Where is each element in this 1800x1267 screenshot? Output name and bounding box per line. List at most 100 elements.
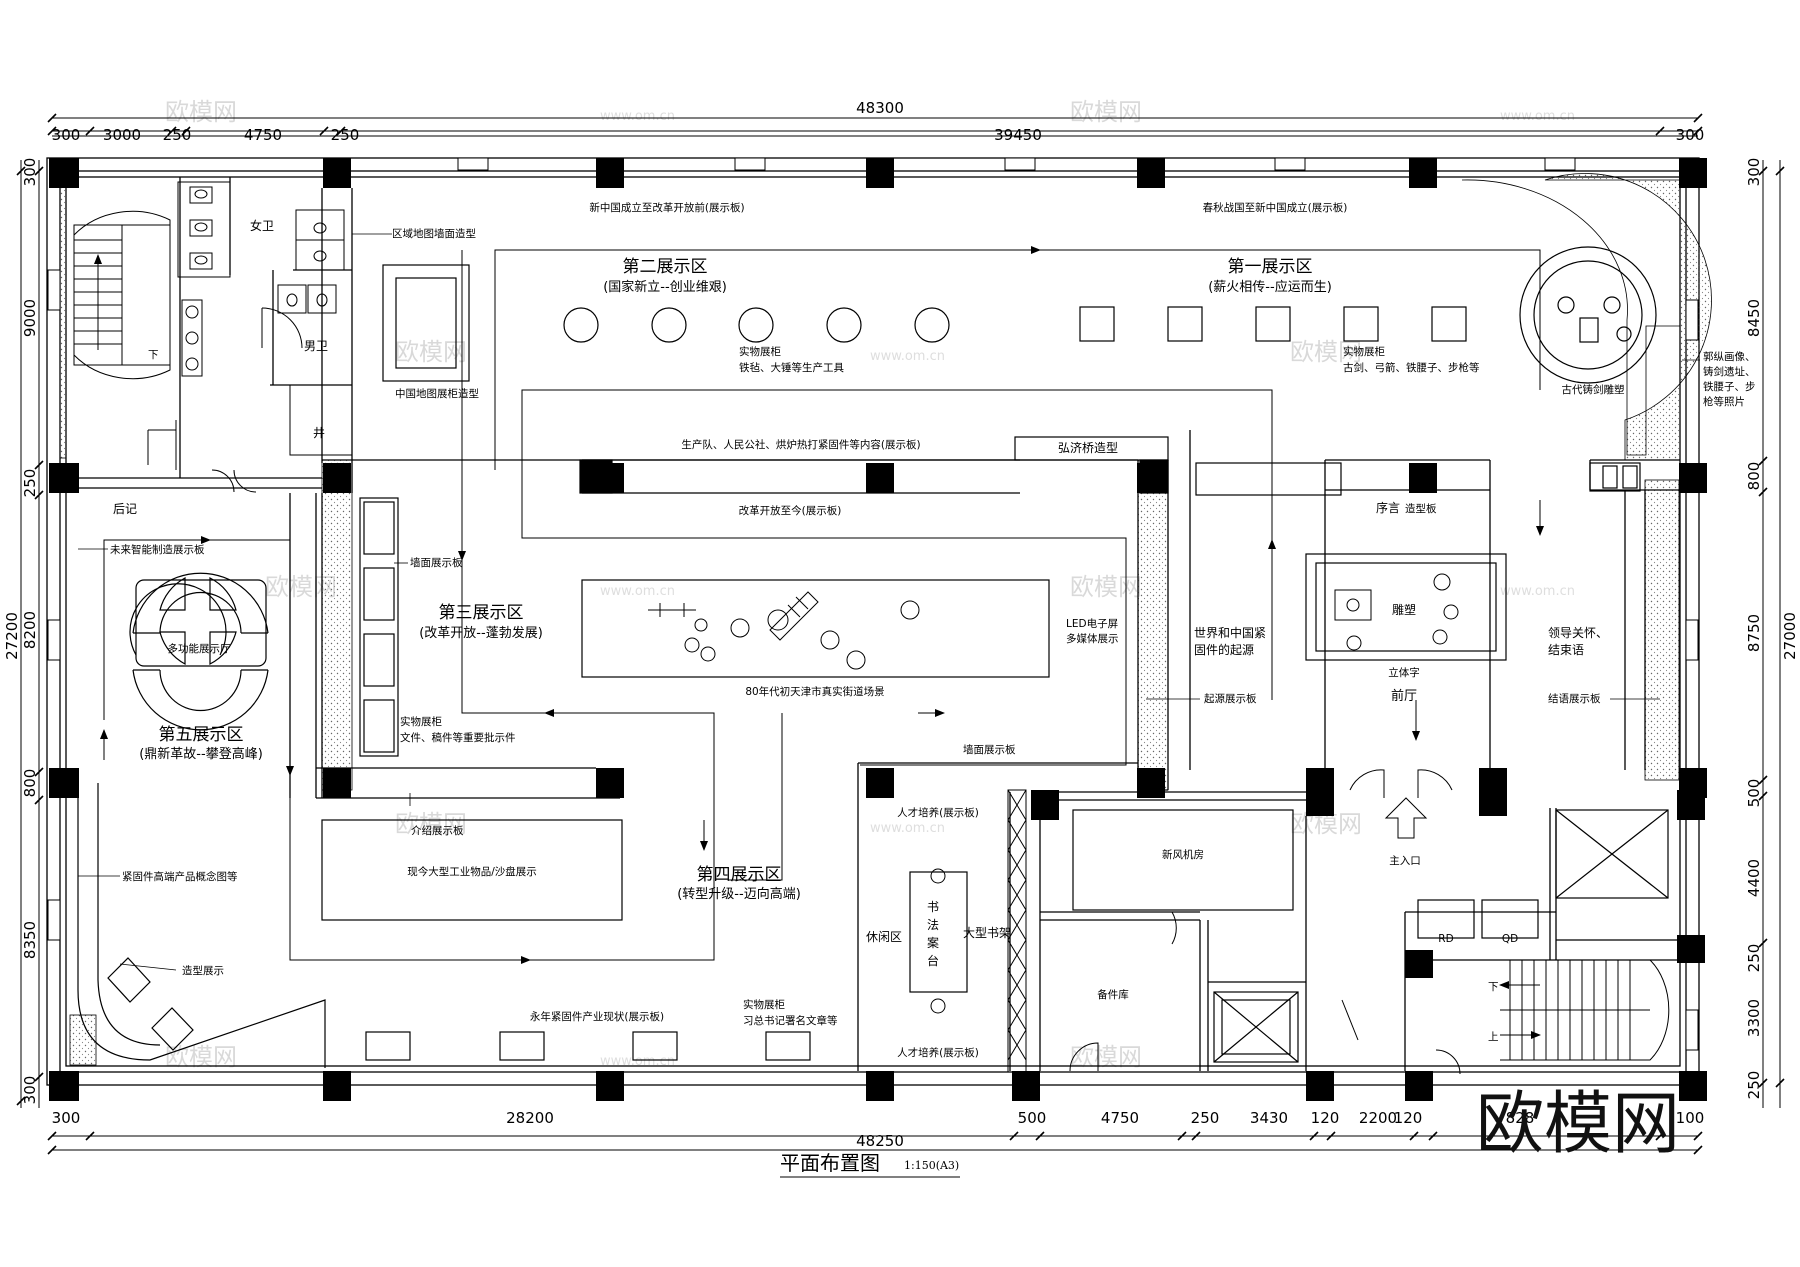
label-bookshelf: 大型书架 <box>963 926 1011 940</box>
label-right-note: 铸剑遗址、 <box>1703 365 1756 378</box>
dim-left: 8200 <box>21 611 39 649</box>
label-right-note: 铁腰子、步 <box>1703 380 1756 393</box>
leader-lines <box>78 233 1700 971</box>
label-ancient-sculpture: 古代铸剑雕塑 <box>1562 383 1625 396</box>
dim-bottom: 2200 <box>1359 1109 1397 1127</box>
label-cabinet5-title: 实物展柜 <box>743 998 785 1011</box>
dim-top: 4750 <box>244 126 282 144</box>
dim-left: 300 <box>21 158 39 187</box>
zone-titles: 第一展示区 (薪火相传--应运而生) 第二展示区 (国家新立--创业维艰) 第三… <box>139 257 1332 902</box>
dimension-labels: 48300 300 3000 250 4750 250 39450 300 30… <box>3 99 1799 1150</box>
watermark-text: 欧模网 <box>1070 573 1142 601</box>
dimension-ticks <box>16 113 1785 1155</box>
label-preface-board: 造型板 <box>1405 502 1437 515</box>
drawing-scale: 1:150(A3) <box>904 1159 959 1172</box>
label-sculpture: 雕塑 <box>1392 602 1416 617</box>
zone4-title: 第四展示区 <box>697 865 782 885</box>
label-postscript: 后记 <box>113 502 137 516</box>
dim-left-total: 27200 <box>3 612 21 660</box>
dim-left: 9000 <box>21 299 39 337</box>
label-talent-board-bottom: 人才培养(展示板) <box>897 1046 979 1059</box>
label-ending-board: 结语展示板 <box>1548 692 1601 705</box>
dim-top: 300 <box>1676 126 1705 144</box>
label-main-entrance: 主入口 <box>1389 855 1421 867</box>
watermark-url: www.om.cn <box>600 109 675 124</box>
staircase-bottom-right <box>1499 959 1670 1061</box>
circulation-route <box>100 246 1544 964</box>
label-calligraphy: 法 <box>927 918 939 932</box>
dim-bottom-total: 48250 <box>856 1132 904 1150</box>
dim-top: 250 <box>163 126 192 144</box>
label-shape-display: 造型展示 <box>182 964 224 977</box>
label-origin-board: 起源展示板 <box>1204 692 1257 705</box>
zone5-subtitle: (鼎新革故--攀登高峰) <box>139 746 263 762</box>
label-yongnian-board: 永年紧固件产业现状(展示板) <box>530 1010 664 1023</box>
outer-walls <box>46 157 1700 1086</box>
label-cabinet1-title: 实物展柜 <box>1343 345 1385 358</box>
label-future-board: 未来智能制造展示板 <box>110 543 205 556</box>
doors <box>1069 769 1461 1075</box>
watermark-url: www.om.cn <box>1500 584 1575 599</box>
zone1-title: 第一展示区 <box>1228 257 1313 277</box>
watermark-url: www.om.cn <box>600 1054 675 1069</box>
zone2-subtitle: (国家新立--创业维艰) <box>603 279 727 295</box>
dim-bottom: 300 <box>52 1109 81 1127</box>
dim-right: 300 <box>1745 158 1763 187</box>
dim-bottom: 120 <box>1311 1109 1340 1127</box>
label-leaders: 结束语 <box>1548 643 1584 657</box>
dim-right: 500 <box>1745 779 1763 808</box>
zone4-subtitle: (转型升级--迈向高端) <box>677 886 801 902</box>
watermark-text: 欧模网 <box>395 338 467 366</box>
label-wall-board-4: 墙面展示板 <box>963 743 1016 756</box>
label-tianjin-scene: 80年代初天津市真实街道场景 <box>745 685 884 698</box>
dim-top: 250 <box>331 126 360 144</box>
label-lobby: 前厅 <box>1391 688 1417 704</box>
dim-top-total: 48300 <box>856 99 904 117</box>
wc-fixtures <box>147 181 353 493</box>
dim-right: 3300 <box>1745 999 1763 1037</box>
zone5-curve-wall <box>77 783 326 1068</box>
dotted-wall-fill <box>59 173 1712 1066</box>
label-china-map-cabinet: 中国地图展柜造型 <box>395 387 479 400</box>
zone3-subtitle: (改革开放--蓬勃发展) <box>419 625 543 641</box>
zone3-title: 第三展示区 <box>439 603 524 623</box>
drawing-title-text: 平面布置图 <box>780 1151 880 1175</box>
zone5-title: 第五展示区 <box>159 725 244 745</box>
dim-bottom: 500 <box>1018 1109 1047 1127</box>
label-male-wc: 男卫 <box>304 339 328 353</box>
drawing-title: 平面布置图 1:150(A3) <box>780 1151 960 1178</box>
dim-left: 800 <box>21 769 39 798</box>
dim-right: 8750 <box>1745 614 1763 652</box>
watermark-text: 欧模网 <box>1070 98 1142 126</box>
dim-left: 250 <box>21 469 39 498</box>
label-cabinet1-items: 古剑、弓箭、铁腰子、步枪等 <box>1343 361 1480 374</box>
label-concept-board: 紧固件高端产品概念图等 <box>122 870 238 883</box>
label-rd: RD <box>1438 933 1453 945</box>
label-3d-text: 立体字 <box>1388 666 1420 679</box>
dim-left: 8350 <box>21 921 39 959</box>
label-board-new-china: 新中国成立至改革开放前(展示板) <box>589 201 744 214</box>
watermark-url: www.om.cn <box>1500 109 1575 124</box>
staircase-top-left: 下 <box>73 210 171 380</box>
windows <box>47 157 1699 1051</box>
dim-top: 3000 <box>103 126 141 144</box>
watermark-layer: 欧模网 欧模网 欧模网 欧模网 欧模网 欧模网 欧模网 欧模网 欧模网 欧模网 … <box>165 98 1575 1071</box>
figures <box>648 573 1459 1014</box>
label-led: LED电子屏 <box>1066 617 1118 630</box>
label-calligraphy: 案 <box>927 935 939 950</box>
dim-bottom: 3430 <box>1250 1109 1288 1127</box>
multi-hall-ring <box>132 572 269 731</box>
zone2-title: 第二展示区 <box>623 257 708 277</box>
watermark-text: 欧模网 <box>165 98 237 126</box>
watermark-url: www.om.cn <box>870 821 945 836</box>
watermark-text: 欧模网 <box>1070 1043 1142 1071</box>
label-preface: 序言 <box>1376 500 1400 515</box>
dim-left: 300 <box>21 1076 39 1105</box>
label-right-note: 郭纵画像、 <box>1703 350 1756 363</box>
dim-right-total: 27000 <box>1781 612 1799 660</box>
label-industrial-display: 现今大型工业物品/沙盘展示 <box>407 865 537 878</box>
label-cabinet2-items: 铁毡、大锤等生产工具 <box>739 361 844 374</box>
label-talent-board-top: 人才培养(展示板) <box>897 806 979 819</box>
label-fresh-air-room: 新风机房 <box>1162 848 1204 861</box>
dim-bottom: 828 <box>1506 1109 1535 1127</box>
